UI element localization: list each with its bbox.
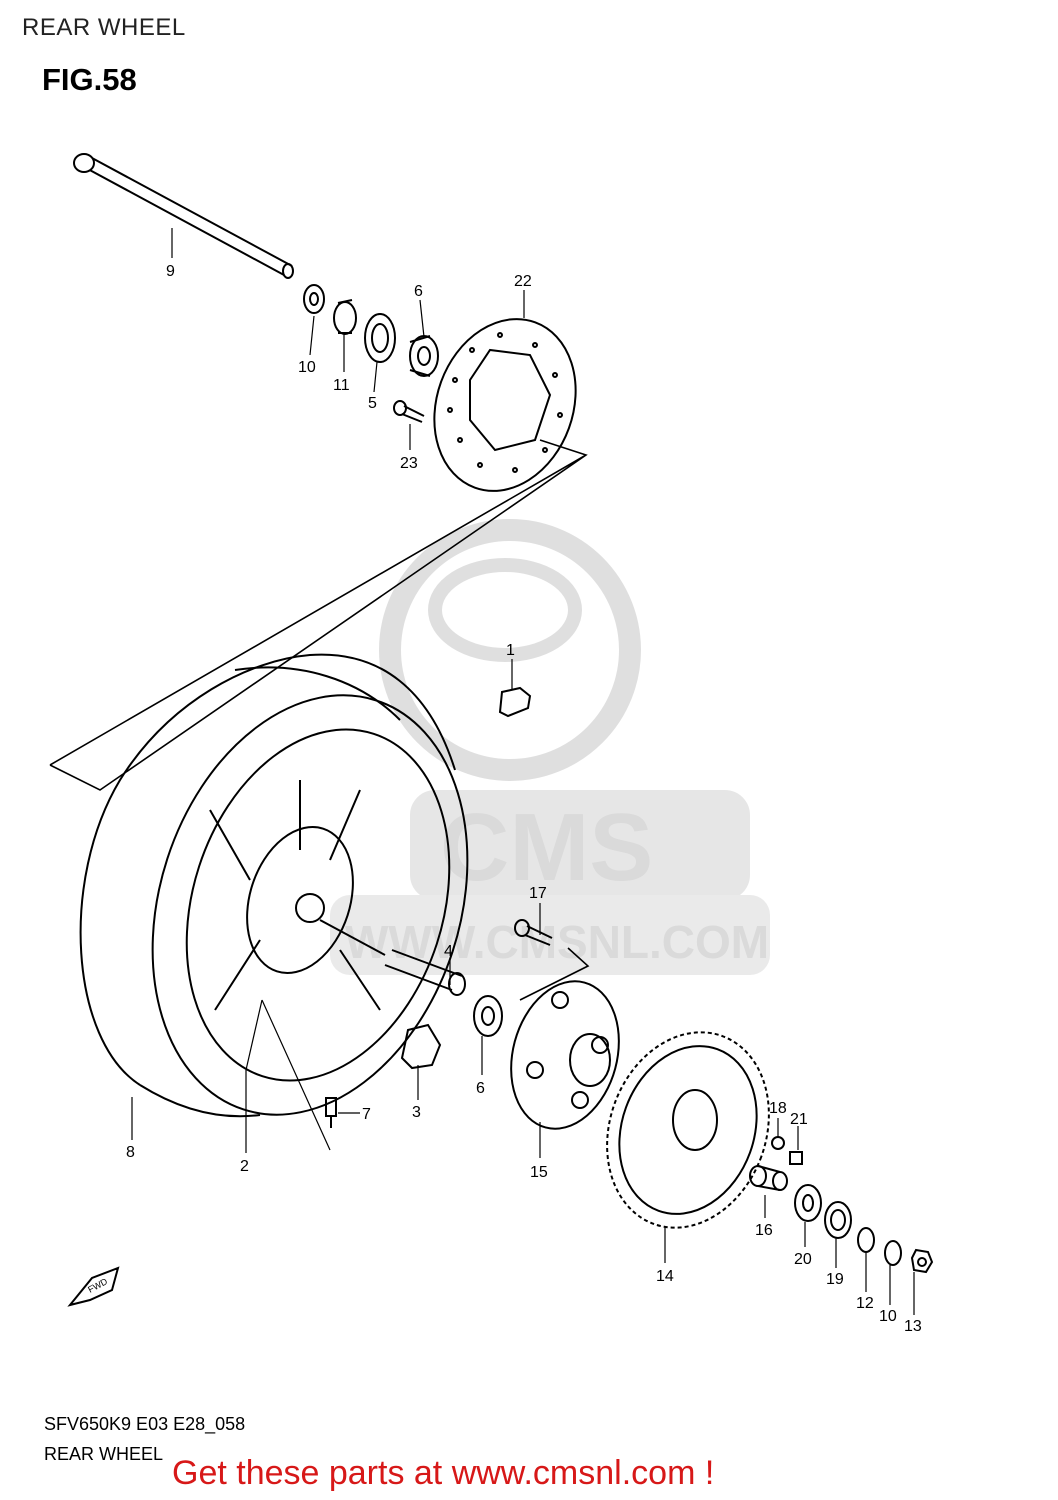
callout-22: 22: [514, 273, 532, 290]
sprocket-oil-seal-part: [824, 1201, 852, 1239]
callout-13: 13: [904, 1318, 922, 1335]
valve-part: [325, 1097, 337, 1128]
washer-part: [303, 284, 325, 314]
spacer-part: [333, 299, 357, 335]
oil-seal-part: [364, 313, 396, 363]
callout-14: 14: [656, 1268, 674, 1285]
watermark-brand: CMS: [440, 794, 653, 901]
damper-part: [400, 1023, 442, 1070]
brake-disc-part: [433, 318, 577, 492]
callout-23: 23: [400, 455, 418, 472]
callout-1: 1: [506, 642, 515, 659]
callout-16: 16: [755, 1222, 773, 1239]
watermark-logo: CMS WWW.CMSNL.COM: [330, 519, 770, 975]
rim-part: [151, 694, 469, 1116]
rear-sprocket-part: [606, 1031, 770, 1229]
callout-4: 4: [444, 943, 453, 960]
sprocket-bearing-part: [794, 1184, 822, 1222]
callout-3: 3: [412, 1104, 421, 1121]
axle-washer-part: [884, 1240, 902, 1266]
bearing-part-lower: [473, 995, 503, 1037]
callout-15: 15: [530, 1164, 548, 1181]
axle-nut-part: [910, 1248, 934, 1274]
callout-7: 7: [362, 1106, 371, 1123]
assembly-outline: [49, 439, 588, 791]
sprocket-spacer-part: [749, 1165, 788, 1191]
diagram-code: SFV650K9 E03 E28_058: [44, 1414, 246, 1434]
callout-20: 20: [794, 1251, 812, 1268]
callout-5: 5: [368, 395, 377, 412]
callout-2: 2: [240, 1158, 249, 1175]
figure-number: FIG.58: [42, 62, 137, 97]
sprocket-washer-part: [771, 1136, 785, 1150]
callout-17: 17: [529, 885, 547, 902]
callout-6-lower: 6: [476, 1080, 485, 1097]
axle-part: [73, 153, 294, 279]
forward-direction-arrow: FWD: [67, 1266, 120, 1307]
callout-12: 12: [856, 1295, 874, 1312]
callout-10-lower: 10: [879, 1308, 897, 1325]
callout-11: 11: [333, 377, 350, 394]
disc-bolt-part: [393, 400, 425, 423]
page-title: REAR WHEEL: [22, 14, 186, 41]
shop-link-banner[interactable]: Get these parts at www.cmsnl.com !: [172, 1454, 715, 1492]
bearing-part-top: [409, 335, 439, 377]
watermark-url: WWW.CMSNL.COM: [345, 916, 769, 968]
diagram-footer-title: REAR WHEEL: [44, 1444, 164, 1464]
clip-part: [498, 686, 532, 718]
tyre-part: [79, 653, 456, 1118]
axle-spacer-part: [857, 1227, 875, 1253]
callout-9: 9: [166, 263, 175, 280]
leader-lines: [131, 228, 915, 1315]
callout-labels: 1 2 3 4 5 6 6 7 8 9 10 10 11 12 13 14 15…: [126, 263, 922, 1335]
callout-10-top: 10: [298, 359, 316, 376]
sprocket-nut-part: [789, 1151, 803, 1165]
callout-21: 21: [790, 1111, 808, 1128]
sprocket-mounting-drum: [510, 980, 620, 1130]
callout-18: 18: [769, 1100, 787, 1117]
callout-6-top: 6: [414, 283, 423, 300]
callout-19: 19: [826, 1271, 844, 1288]
callout-8: 8: [126, 1144, 135, 1161]
